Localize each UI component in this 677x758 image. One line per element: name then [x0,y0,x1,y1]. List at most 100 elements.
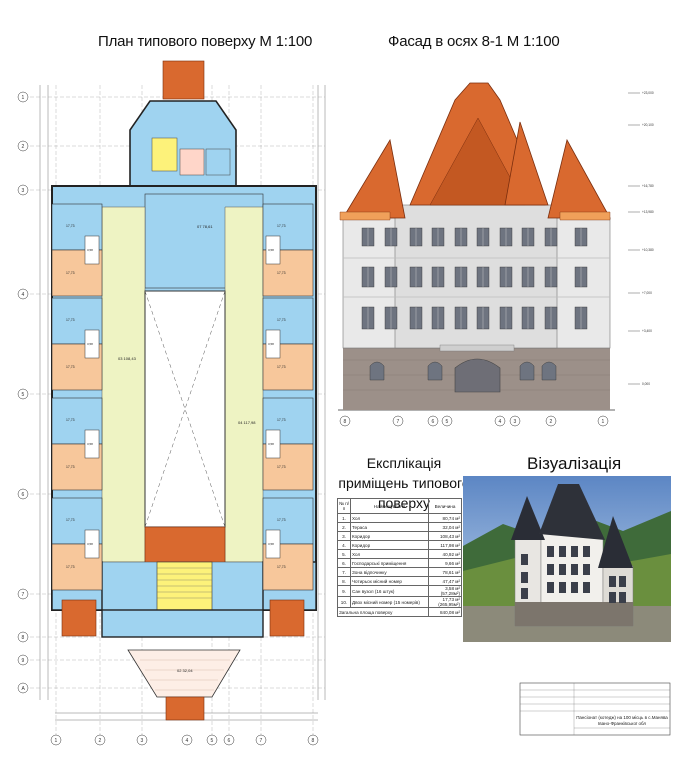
axis-bubble [509,415,521,427]
total-value: 840,08 м² [428,607,462,617]
axis-label: 4 [22,292,25,298]
arched-window [519,361,535,381]
level-label: +16,780 [642,184,654,188]
room-area-label: 17,73 [66,518,75,522]
room-area-label: 17,73 [277,465,286,469]
axis-label: A [22,686,26,692]
render-window [571,582,578,593]
render-window [559,546,566,557]
axis-label: 4 [499,419,502,425]
bath-area-label: 3,58 [87,342,93,346]
room-area-label: 17,73 [66,565,75,569]
axis-bubble [392,415,404,427]
table-header: № п/п Найменування Величина [337,498,462,514]
room-area-label: 17,73 [66,365,75,369]
axis-label: 8 [312,738,315,744]
render-window [583,564,590,575]
room-area-label: 17,73 [66,271,75,275]
axis-bubble [17,588,29,600]
bathroom [265,235,281,265]
room-area-label: 17,73 [66,224,75,228]
axis-label: 3 [141,738,144,744]
render-window [571,564,578,575]
table-row: 10.Двох місний номер (15 номерів)17,73 м… [337,596,462,608]
bath-area-label: 3,58 [268,442,274,446]
axis-label: 5 [211,738,214,744]
bathroom [265,529,281,559]
render-window [559,564,566,575]
hall-top-label: 07 78,61 [197,224,213,229]
render-window [559,582,566,593]
row-value: 3,58 м² (57,28м²) [428,585,462,597]
render-window [521,554,528,565]
visualization-render [463,476,671,642]
axis-bubble [17,91,29,103]
arched-window [541,361,557,381]
bathroom [84,529,100,559]
render-window [609,576,616,587]
terrace-label: 02 32,04 [177,668,193,673]
bath-area-label: 3,58 [87,442,93,446]
axis-label: 2 [99,738,102,744]
level-label: +7,000 [642,291,652,295]
axis-label: 7 [22,592,25,598]
axis-label: 6 [228,738,231,744]
room-double [262,249,314,297]
axis-bubble [545,415,557,427]
axis-bubble [17,631,29,643]
bathroom [265,329,281,359]
axis-bubble [17,288,29,300]
render-window [571,546,578,557]
level-label: +23,000 [642,91,654,95]
axis-bubble [17,388,29,400]
explication-title: Експлікація приміщень типового поверху [338,455,470,511]
axis-label: 1 [55,738,58,744]
room-double [51,543,103,591]
render-window [619,592,626,603]
axis-label: 5 [446,419,449,425]
room-area-label: 17,73 [277,518,286,522]
axis-bubble [339,415,351,427]
axis-bubble [255,734,267,746]
level-label: 0,000 [642,382,650,386]
render-window [521,588,528,599]
room-area-label: 17,73 [277,224,286,228]
room-area-label: 17,73 [66,318,75,322]
room-area-label: 17,73 [277,318,286,322]
render-window [619,576,626,587]
axis-label: 1 [22,95,25,101]
axis-label: 2 [22,144,25,150]
room-area-label: 17,73 [66,465,75,469]
render-window [547,564,554,575]
axis-bubble [94,734,106,746]
bathroom [84,235,100,265]
axis-bubble [441,415,453,427]
axis-bubble [17,140,29,152]
level-label: +20,100 [642,123,654,127]
axis-bubble [206,734,218,746]
stamp-text: Пансіонат (котедж) на 100 місць в с.Маня… [576,715,668,726]
axis-label: 6 [22,492,25,498]
facade-title: Фасад в осях 8-1 М 1:100 [388,33,560,50]
render-window [609,592,616,603]
visualization-title: Візуалізація [527,454,622,473]
bathroom [265,429,281,459]
axis-bubble [427,415,439,427]
bath-area-label: 3,58 [87,542,93,546]
room-area-label: 17,73 [277,271,286,275]
render-window [583,582,590,593]
axis-label: 8 [344,419,347,425]
axis-label: 5 [22,392,25,398]
axis-label: 7 [397,419,400,425]
axis-label: 9 [22,658,25,664]
plan-title: План типового поверху М 1:100 [98,33,313,50]
bath-area-label: 3,58 [268,542,274,546]
render-window [547,582,554,593]
room-area-label: 17,73 [277,565,286,569]
axis-bubble [17,488,29,500]
